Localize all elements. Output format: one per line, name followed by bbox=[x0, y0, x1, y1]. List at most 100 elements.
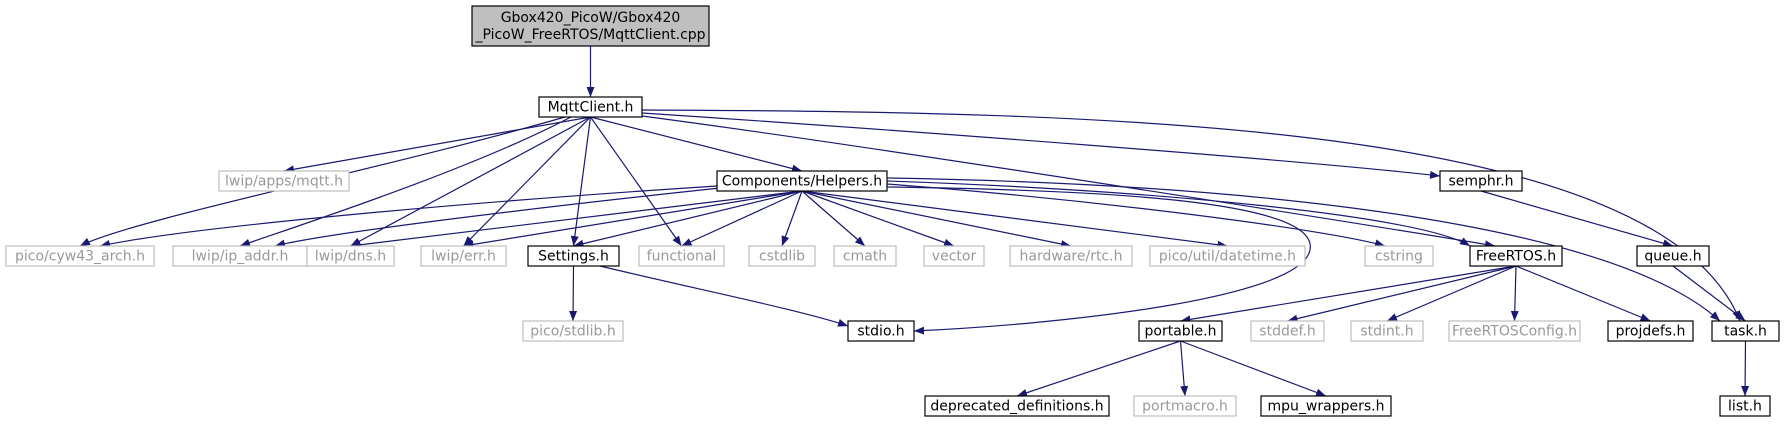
node-box bbox=[1350, 320, 1424, 342]
node-box bbox=[924, 395, 1110, 417]
node-mpu_wrappers[interactable]: mpu_wrappers.h bbox=[1260, 395, 1392, 417]
node-label: lwip/apps/mqtt.h bbox=[225, 174, 343, 190]
node-list[interactable]: list.h bbox=[1719, 395, 1771, 417]
node-label: pico/cyw43_arch.h bbox=[15, 249, 145, 265]
edge-mqttclient_h-to-lwip_dns bbox=[350, 116, 591, 247]
node-box bbox=[1250, 320, 1325, 342]
node-lwip_err: lwip/err.h bbox=[420, 245, 507, 267]
edge-components_helpers-to-stdio bbox=[886, 186, 1311, 335]
node-label: FreeRTOS.h bbox=[1476, 249, 1556, 265]
edge-portable-to-deprecated_defs bbox=[1016, 340, 1181, 397]
node-lwip_apps_mqtt: lwip/apps/mqtt.h bbox=[218, 170, 350, 192]
edge-components_helpers-to-cmath bbox=[801, 190, 866, 247]
node-box bbox=[638, 245, 725, 267]
node-box bbox=[1448, 320, 1581, 342]
node-label: Components/Helpers.h bbox=[722, 174, 882, 190]
edge-portable-to-mpu_wrappers bbox=[1180, 340, 1327, 397]
node-box bbox=[420, 245, 507, 267]
node-box bbox=[833, 245, 897, 267]
edge-mqttclient_h-to-lwip_ip_addr bbox=[239, 116, 572, 247]
node-freertosconfig: FreeRTOSConfig.h bbox=[1448, 320, 1581, 342]
node-stddef: stddef.h bbox=[1250, 320, 1325, 342]
node-box bbox=[1260, 395, 1392, 417]
node-label: functional bbox=[647, 249, 717, 265]
node-box bbox=[748, 245, 816, 267]
node-box bbox=[471, 5, 710, 47]
node-label: task.h bbox=[1724, 324, 1767, 340]
node-box bbox=[1439, 170, 1523, 192]
edge-components_helpers-to-task bbox=[886, 177, 1721, 322]
edge-queue-to-task bbox=[1672, 265, 1746, 322]
node-label: Gbox420_PicoW/Gbox420 bbox=[501, 10, 681, 26]
node-box bbox=[1364, 245, 1434, 267]
node-stdio[interactable]: stdio.h bbox=[847, 320, 915, 342]
edge-mqttclient_h-to-semphr bbox=[641, 112, 1441, 179]
node-hardware_rtc: hardware/rtc.h bbox=[1009, 245, 1133, 267]
node-label: stddef.h bbox=[1259, 324, 1315, 340]
node-cstdlib: cstdlib bbox=[748, 245, 816, 267]
edge-mqttclient_h-to-task bbox=[641, 109, 1741, 322]
edge-settings-to-stdio bbox=[599, 265, 849, 327]
node-portable[interactable]: portable.h bbox=[1138, 320, 1223, 342]
node-root[interactable]: Gbox420_PicoW/Gbox420_PicoW_FreeRTOS/Mqt… bbox=[471, 5, 710, 47]
edge-mqttclient_h-to-components_helpers bbox=[590, 116, 803, 173]
node-label: queue.h bbox=[1644, 249, 1701, 265]
node-box bbox=[538, 96, 643, 118]
edge-freertos-to-portable bbox=[1180, 265, 1517, 324]
node-portmacro: portmacro.h bbox=[1133, 395, 1237, 417]
node-box bbox=[1711, 320, 1780, 342]
node-label: projdefs.h bbox=[1616, 324, 1686, 340]
node-label: Settings.h bbox=[538, 249, 609, 265]
edge-components_helpers-to-settings bbox=[573, 190, 803, 248]
node-lwip_ip_addr: lwip/ip_addr.h bbox=[172, 245, 308, 267]
node-label: lwip/dns.h bbox=[315, 249, 386, 265]
node-box bbox=[1469, 245, 1563, 267]
node-lwip_dns: lwip/dns.h bbox=[306, 245, 395, 267]
node-semphr[interactable]: semphr.h bbox=[1439, 170, 1523, 192]
edge-components_helpers-to-functional bbox=[681, 190, 803, 247]
node-label: MqttClient.h bbox=[548, 100, 634, 116]
node-label: portmacro.h bbox=[1142, 399, 1228, 415]
node-projdefs[interactable]: projdefs.h bbox=[1607, 320, 1694, 342]
node-deprecated_defs[interactable]: deprecated_definitions.h bbox=[924, 395, 1110, 417]
node-queue[interactable]: queue.h bbox=[1636, 245, 1710, 267]
edges-layer bbox=[79, 46, 1750, 397]
node-label: cstdlib bbox=[759, 249, 805, 265]
edge-components_helpers-to-lwip_err bbox=[463, 190, 803, 249]
node-label: deprecated_definitions.h bbox=[930, 399, 1103, 415]
nodes-layer: Gbox420_PicoW/Gbox420_PicoW_FreeRTOS/Mqt… bbox=[5, 5, 1780, 417]
edge-settings-to-pico_stdlib bbox=[569, 265, 578, 322]
node-label: vector bbox=[932, 249, 977, 265]
node-label: stdio.h bbox=[857, 324, 904, 340]
node-label: mpu_wrappers.h bbox=[1268, 399, 1385, 415]
node-label: FreeRTOSConfig.h bbox=[1452, 324, 1577, 340]
node-task[interactable]: task.h bbox=[1711, 320, 1780, 342]
node-pico_stdlib: pico/stdlib.h bbox=[522, 320, 624, 342]
node-box bbox=[1009, 245, 1133, 267]
edge-components_helpers-to-hardware_rtc bbox=[801, 190, 1072, 248]
edge-freertos-to-projdefs bbox=[1515, 265, 1651, 322]
node-box bbox=[716, 170, 888, 192]
node-components_helpers[interactable]: Components/Helpers.h bbox=[716, 170, 888, 192]
edge-freertos-to-stdint bbox=[1386, 265, 1517, 322]
edge-components_helpers-to-cstring bbox=[886, 183, 1386, 248]
node-vector: vector bbox=[923, 245, 985, 267]
edge-mqttclient_h-to-lwip_apps_mqtt bbox=[283, 116, 591, 174]
edge-mqttclient_h-to-pico_cyw43 bbox=[79, 116, 566, 247]
node-mqttclient_h[interactable]: MqttClient.h bbox=[538, 96, 643, 118]
node-box bbox=[1133, 395, 1237, 417]
node-box bbox=[1636, 245, 1710, 267]
node-freertos[interactable]: FreeRTOS.h bbox=[1469, 245, 1563, 267]
node-box bbox=[522, 320, 624, 342]
node-label: pico/util/datetime.h bbox=[1159, 249, 1296, 265]
node-box bbox=[218, 170, 350, 192]
node-box bbox=[306, 245, 395, 267]
node-settings[interactable]: Settings.h bbox=[527, 245, 620, 267]
node-label: semphr.h bbox=[1448, 174, 1513, 190]
node-box bbox=[1607, 320, 1694, 342]
node-label: list.h bbox=[1728, 399, 1762, 415]
node-box bbox=[847, 320, 915, 342]
edge-components_helpers-to-lwip_ip_addr bbox=[274, 187, 721, 248]
node-label: lwip/ip_addr.h bbox=[192, 249, 289, 265]
